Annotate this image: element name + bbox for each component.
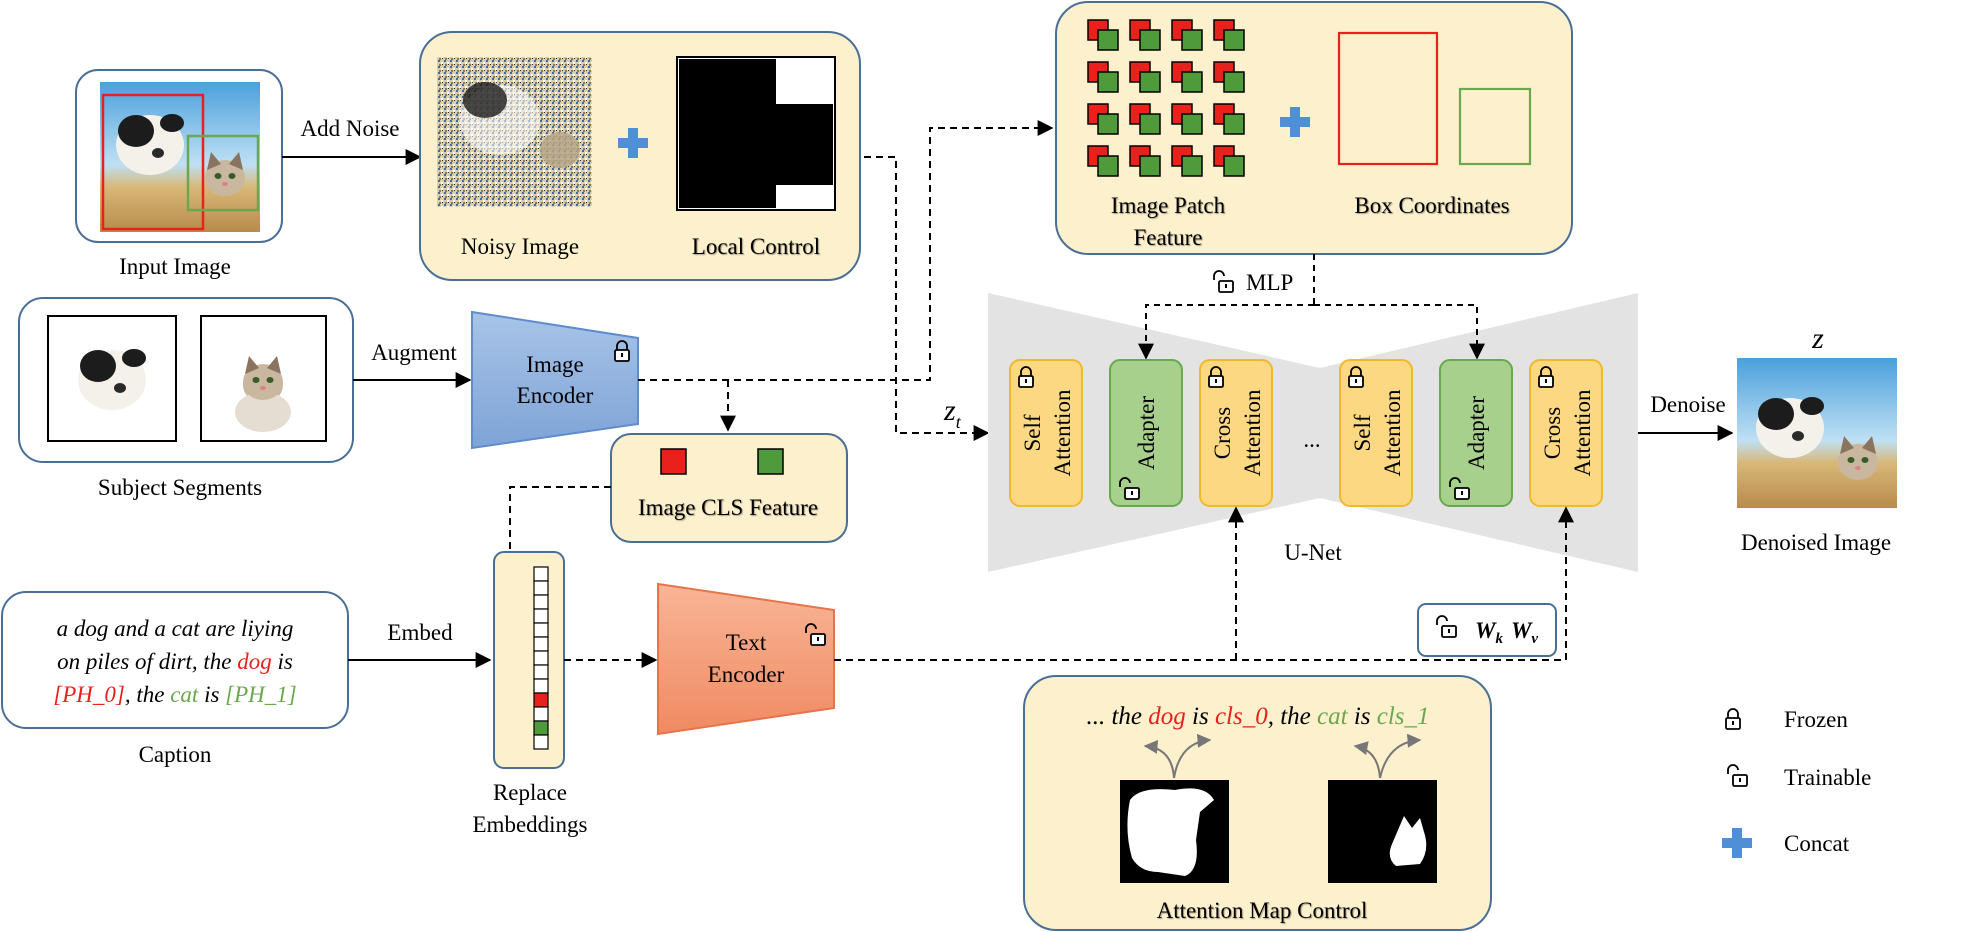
add-noise-label: Add Noise	[300, 116, 399, 141]
self-attention-block-2	[1339, 359, 1413, 507]
self-attention-2-text-b: Attention	[1380, 389, 1405, 476]
cat-attention-map	[1328, 780, 1437, 883]
denoised-image-label: Denoised Image	[1741, 530, 1891, 555]
z-output-label: z	[1811, 322, 1824, 355]
attention-sentence: ... the dog is cls_0, the cat is cls_1	[1086, 703, 1429, 730]
box-coord-green	[1458, 87, 1532, 166]
legend-trainable-label: Trainable	[1784, 765, 1871, 790]
unet-label: U-Net	[1284, 540, 1342, 565]
image-cls-panel	[610, 433, 848, 543]
mlp-to-adapter2-arrow	[1314, 304, 1485, 360]
image-patch-label-1: Image Patch	[1111, 193, 1226, 218]
cross-attention-block-1	[1199, 359, 1273, 507]
replace-label-2: Embeddings	[473, 812, 588, 837]
self-attention-1-text-b: Attention	[1050, 389, 1075, 476]
wk-wv-box	[1417, 603, 1557, 657]
embedding-column	[533, 566, 549, 750]
adapter-block-1	[1109, 359, 1183, 507]
adapter-block-2	[1439, 359, 1513, 507]
self-attention-2-text-a: Self	[1350, 414, 1375, 451]
caption-line-1: a dog and a cat are liying	[57, 616, 294, 641]
adapter-2-text: Adapter	[1464, 396, 1489, 470]
zt-label: zt	[943, 394, 962, 432]
text-encoder-label-2: Encoder	[708, 662, 785, 687]
cross-attention-2-text-a: Cross	[1540, 407, 1565, 459]
box-coordinates-label: Box Coordinates	[1354, 193, 1509, 218]
replace-embeddings-panel	[493, 551, 565, 769]
local-control-mask	[676, 56, 836, 211]
augment-label: Augment	[371, 340, 457, 365]
self-attention-block-1	[1009, 359, 1083, 507]
text-encoder-label-1: Text	[726, 630, 767, 655]
denoise-label: Denoise	[1650, 392, 1725, 417]
mlp-trainable-icon	[1213, 270, 1234, 293]
noisy-image	[437, 57, 592, 207]
noisy-image-label: Noisy Image	[461, 234, 579, 259]
mlp-label: MLP	[1246, 270, 1293, 295]
cross-attention-1-text-b: Attention	[1240, 389, 1265, 476]
input-image-label: Input Image	[119, 254, 231, 279]
caption-line-3: [PH_0], the cat is [PH_1]	[53, 682, 296, 707]
box-coord-red	[1337, 31, 1439, 166]
cls-red-square	[660, 448, 687, 475]
cross-attention-2-text-b: Attention	[1570, 389, 1595, 476]
cross-attention-1-text-a: Cross	[1210, 407, 1235, 459]
dog-attn-arrow-b	[1173, 733, 1212, 779]
attention-map-label: Attention Map Control	[1157, 898, 1368, 923]
denoised-image	[1737, 358, 1897, 508]
image-encoder-label-2: Encoder	[517, 383, 594, 408]
noisy-to-unet-arrow	[864, 156, 990, 441]
image-encoder-shape	[471, 310, 639, 450]
legend-trainable-icon	[1727, 764, 1748, 787]
dog-attn-arrow-a	[1143, 739, 1175, 779]
caption-line-2: on piles of dirt, the dog is	[57, 649, 293, 674]
encoder-to-patch-arrow	[638, 120, 1054, 381]
image-patch-label-2: Feature	[1134, 225, 1203, 250]
mlp-to-adapter1-arrow	[1138, 304, 1314, 360]
segment-cat	[200, 315, 327, 442]
legend-concat-label: Concat	[1784, 831, 1850, 856]
embed-label: Embed	[387, 620, 453, 645]
text-to-cross2-arrow	[834, 506, 1574, 661]
cat-attn-arrow-b	[1379, 733, 1422, 779]
cross-attention-block-2	[1529, 359, 1603, 507]
unet-ellipsis: ...	[1303, 427, 1320, 452]
input-image-photo	[100, 82, 260, 232]
caption-label: Caption	[139, 742, 212, 767]
adapter-1-text: Adapter	[1134, 396, 1159, 470]
cat-attn-arrow-a	[1353, 741, 1381, 779]
subject-segments-label: Subject Segments	[98, 475, 262, 500]
text-encoder-shape	[657, 582, 835, 736]
image-cls-label: Image CLS Feature	[638, 495, 818, 520]
cls-green-square	[757, 448, 784, 475]
self-attention-1-text-a: Self	[1020, 414, 1045, 451]
legend-frozen-label: Frozen	[1784, 707, 1848, 732]
legend-frozen-icon	[1725, 708, 1741, 730]
local-control-label: Local Control	[692, 234, 820, 259]
dog-attention-map	[1120, 780, 1229, 883]
image-encoder-label-1: Image	[526, 352, 583, 377]
segment-dog	[47, 315, 177, 442]
legend-concat-icon	[1722, 828, 1752, 858]
replace-label-1: Replace	[493, 780, 567, 805]
